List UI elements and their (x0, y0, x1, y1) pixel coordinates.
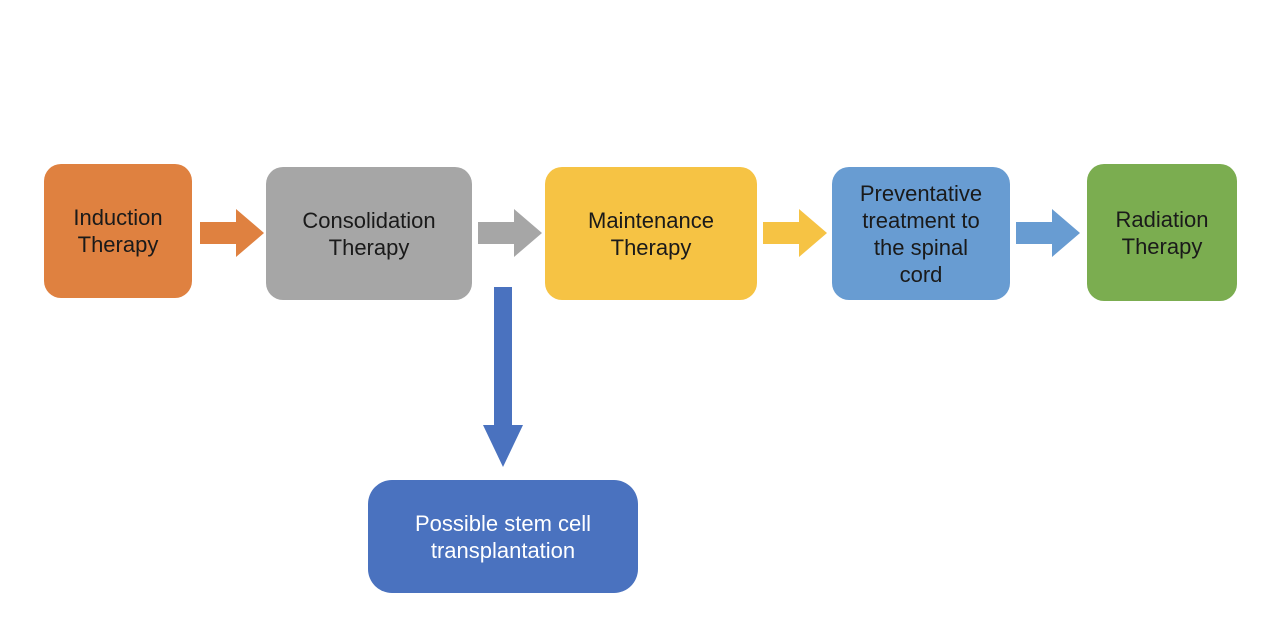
flow-box-induction-therapy: Induction Therapy (44, 164, 192, 298)
flow-box-label: Radiation Therapy (1115, 206, 1209, 259)
right-arrow-icon-consolidation-to-maintenance (478, 209, 542, 257)
flow-box-radiation-therapy: Radiation Therapy (1087, 164, 1237, 301)
right-arrow-icon-induction-to-consolidation (200, 209, 264, 257)
flow-box-label: Possible stem cell transplantation (414, 510, 592, 563)
flow-box-label: Maintenance Therapy (588, 207, 714, 260)
arrow-shape (483, 287, 523, 467)
arrow-shape (1016, 209, 1080, 257)
flow-box-label: Consolidation Therapy (302, 207, 436, 260)
arrow-shape (200, 209, 264, 257)
flow-box-label: Induction Therapy (73, 205, 163, 257)
right-arrow-icon-maintenance-to-preventative (763, 209, 827, 257)
arrow-shape (478, 209, 542, 257)
arrow-shape (763, 209, 827, 257)
flow-box-label: Preventative treatment to the spinal cor… (859, 180, 983, 287)
right-arrow-icon-preventative-to-radiation (1016, 209, 1080, 257)
flow-box-preventative-treatment: Preventative treatment to the spinal cor… (832, 167, 1010, 300)
down-arrow-icon-consolidation-to-stem-cell (483, 287, 523, 467)
flow-box-consolidation-therapy: Consolidation Therapy (266, 167, 472, 300)
flow-box-possible-stem-cell-transplantation: Possible stem cell transplantation (368, 480, 638, 593)
flow-box-maintenance-therapy: Maintenance Therapy (545, 167, 757, 300)
